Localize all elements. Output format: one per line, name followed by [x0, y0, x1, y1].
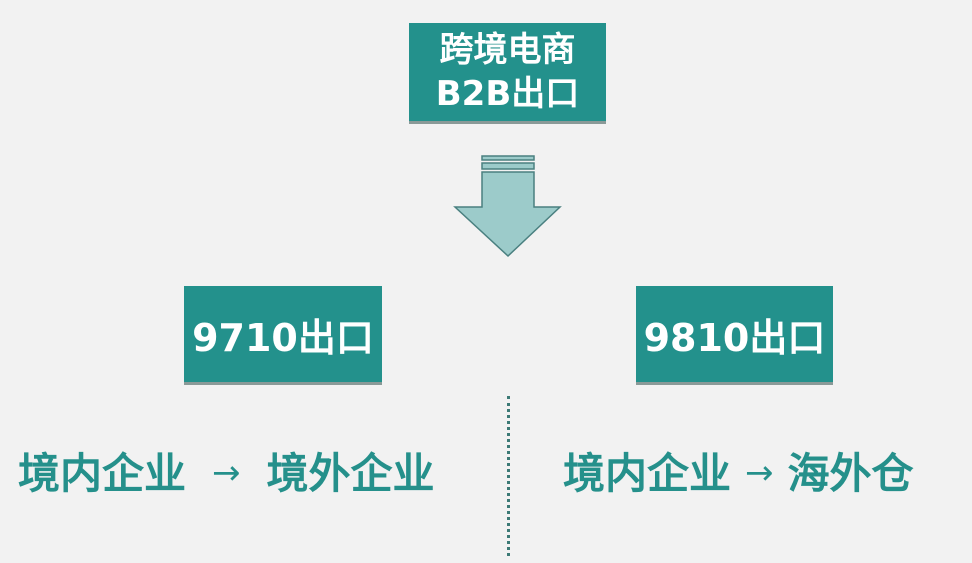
- node-9710-export: 9710出口: [184, 286, 382, 382]
- right-arrow-icon: →: [212, 453, 241, 493]
- node-9710-label: 9710出口: [192, 315, 374, 360]
- top-node-line1: 跨境电商: [439, 30, 576, 70]
- top-node-cross-border-b2b-export: 跨境电商 B2B出口: [409, 23, 606, 121]
- down-arrow-icon: [453, 155, 562, 258]
- flow-9810-to: 海外仓: [787, 449, 914, 498]
- node-9810-label: 9810出口: [643, 315, 826, 360]
- flow-9810-from: 境内企业: [563, 449, 732, 498]
- node-9810-export: 9810出口: [636, 286, 833, 382]
- flow-9710-to: 境外企业: [266, 449, 435, 498]
- flow-9710: 境内企业 → 境外企业: [18, 446, 435, 505]
- right-arrow-icon: →: [745, 453, 774, 493]
- dotted-divider: [507, 396, 510, 556]
- flow-9710-from: 境内企业: [18, 449, 187, 498]
- flow-9810: 境内企业 → 海外仓: [563, 446, 914, 505]
- top-node-line2: B2B出口: [435, 74, 580, 114]
